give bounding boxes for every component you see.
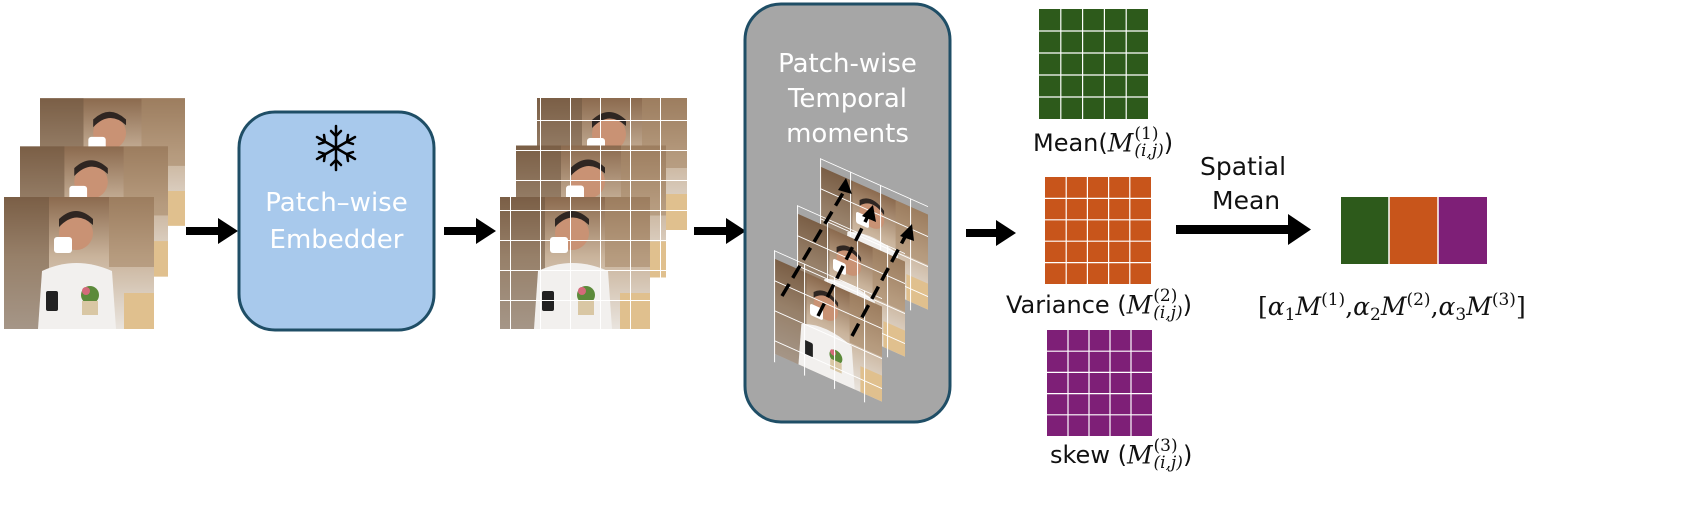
variance-label-suffix: ) — [1182, 291, 1193, 319]
moments-label: Patch-wise Temporal moments — [745, 47, 950, 152]
variance-map — [1045, 177, 1151, 284]
moments-label-line3: moments — [786, 119, 909, 149]
term-coef-sub: 1 — [1284, 305, 1296, 325]
skew-label: skew (M(3)(i,j)) — [1050, 438, 1192, 482]
spatial-mean-arrow — [1176, 214, 1311, 245]
mean-label-suffix: ) — [1163, 129, 1174, 157]
term-coef-sub: 2 — [1370, 305, 1381, 325]
term-coef-sub: 3 — [1455, 305, 1467, 325]
output-segment-skew — [1438, 197, 1487, 264]
spatial-mean-line2: Mean — [1212, 186, 1281, 215]
skew-label-base: M — [1126, 440, 1153, 470]
output-segment-mean — [1341, 197, 1389, 264]
formula-close-bracket: ] — [1515, 292, 1526, 321]
skew-map — [1047, 330, 1152, 436]
term-sup: (1) — [1321, 290, 1346, 310]
formula-separator: , — [1430, 292, 1439, 321]
mean-label: Mean(M(1)(i,j)) — [1033, 126, 1173, 170]
mean-map — [1039, 9, 1148, 119]
term-coef: α — [1353, 292, 1371, 321]
formula-open-bracket: [ — [1258, 292, 1268, 321]
spatial-mean-label: Spatial Mean — [1200, 150, 1286, 218]
skew-label-sup: (3) — [1153, 436, 1178, 456]
skew-label-sub: (i,j) — [1153, 453, 1183, 473]
term-base: M — [1295, 292, 1322, 321]
variance-label-sub: (i,j) — [1153, 303, 1183, 323]
arrow-right-icon — [966, 220, 1016, 246]
formula-term: α3M(3) — [1438, 290, 1516, 325]
embedder-label-line2: Embedder — [269, 225, 404, 255]
temporal-patch-stack — [774, 158, 928, 411]
term-sup: (2) — [1406, 290, 1431, 310]
term-base: M — [1380, 292, 1407, 321]
formula-separator: , — [1345, 292, 1354, 321]
embedder-box — [237, 110, 436, 332]
patched-frames — [500, 98, 687, 330]
moments-label-line1: Patch-wise — [778, 49, 917, 79]
variance-label-sup: (2) — [1153, 286, 1178, 306]
snowflake-icon — [315, 124, 357, 172]
output-vector-formula: [α1M(1),α2M(2),α3M(3)] — [1258, 290, 1526, 325]
arrow-right-icon — [444, 218, 496, 244]
embedder-label: Patch–wise Embedder — [239, 185, 434, 259]
mean-label-base: M — [1107, 128, 1134, 158]
patched-frame — [500, 196, 650, 330]
term-coef: α — [1267, 292, 1285, 321]
term-base: M — [1466, 292, 1492, 321]
moments-label-line2: Temporal — [787, 84, 908, 114]
term-sup: (3) — [1491, 290, 1516, 310]
mean-label-prefix: Mean( — [1033, 129, 1108, 157]
embedder-label-line1: Patch–wise — [265, 188, 408, 218]
skew-label-prefix: skew ( — [1050, 441, 1127, 469]
output-segment-variance — [1389, 197, 1438, 264]
formula-term: α1M(1) — [1267, 290, 1346, 325]
mean-label-sup: (1) — [1134, 124, 1159, 144]
input-frame — [4, 197, 154, 329]
variance-label-prefix: Variance ( — [1006, 291, 1127, 319]
variance-label-base: M — [1126, 290, 1153, 320]
term-coef: α — [1438, 292, 1456, 321]
spatial-mean-line1: Spatial — [1200, 152, 1287, 181]
formula-term: α2M(2) — [1353, 290, 1431, 325]
arrow-right-icon — [186, 218, 238, 244]
output-vector — [1341, 197, 1487, 264]
mean-label-sub: (i,j) — [1134, 141, 1164, 161]
variance-label: Variance (M(2)(i,j)) — [1006, 288, 1192, 332]
arrow-right-icon — [694, 218, 746, 244]
skew-label-suffix: ) — [1182, 441, 1193, 469]
input-frames — [4, 98, 185, 329]
